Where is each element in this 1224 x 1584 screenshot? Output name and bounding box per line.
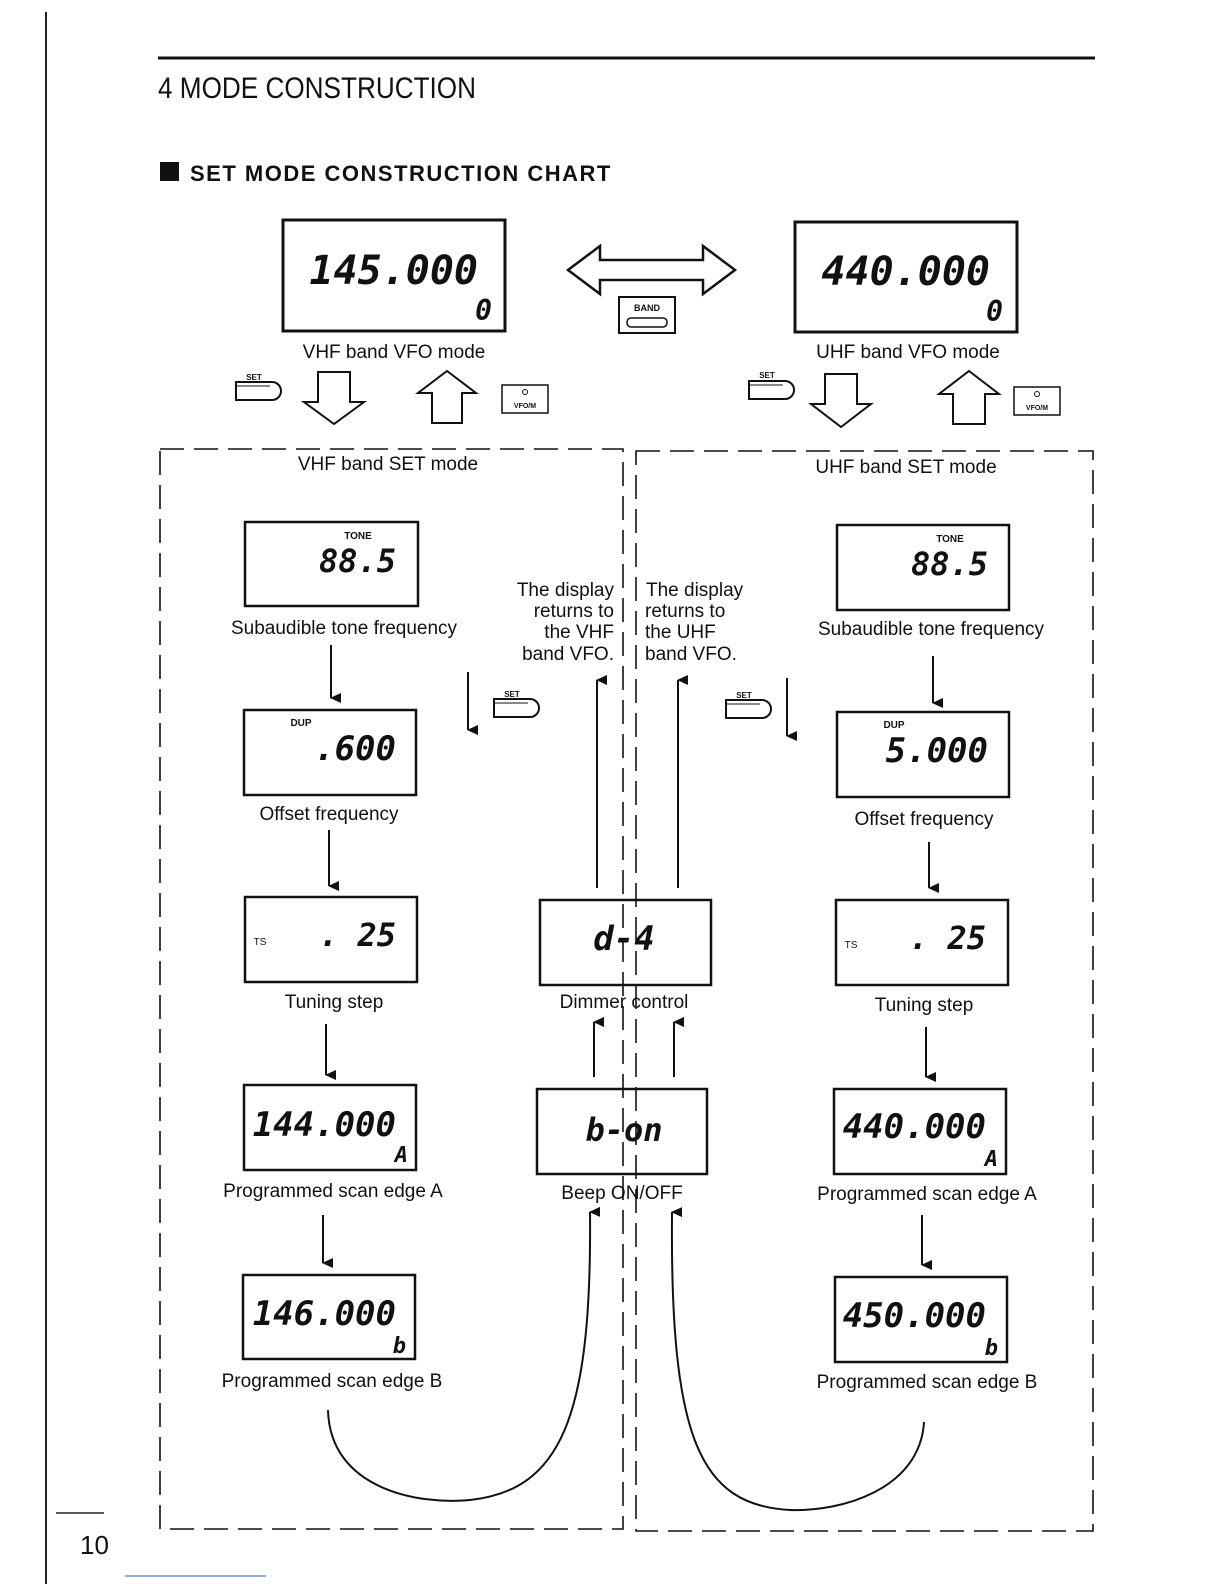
vhf-edge-b-display xyxy=(241,1273,417,1361)
vhf-enter-set-arrow-icon xyxy=(300,371,368,426)
uhf-step-value: . 25 xyxy=(909,919,986,957)
uhf-set-mode-label: UHF band SET mode xyxy=(815,457,996,478)
uhf-offset-label: Offset frequency xyxy=(854,809,994,830)
uhf-offset-value: 5.000 xyxy=(886,731,988,771)
vhf-vfo-sub: 0 xyxy=(475,294,492,327)
vhf-vfo-display xyxy=(281,218,507,333)
uhf-step-label: Tuning step xyxy=(875,995,974,1016)
uhf-vfo-m-key-icon: VFO/M xyxy=(1013,386,1061,416)
vhf-loop-to-beep-arrow xyxy=(327,1206,601,1502)
vhf-edge-b-value: 146.000 xyxy=(253,1294,396,1334)
uhf-return-note-line-2: returns to xyxy=(645,601,725,622)
vhf-set-mode-frame xyxy=(159,448,624,1530)
vhf-tone-tag: TONE xyxy=(344,531,372,542)
uhf-edge-a-value: 440.000 xyxy=(843,1107,986,1147)
uhf-loop-to-beep-arrow xyxy=(670,1207,925,1512)
uhf-vfo-sub: 0 xyxy=(986,295,1003,328)
uhf-tone-label: Subaudible tone frequency xyxy=(818,619,1045,640)
svg-text:SET: SET xyxy=(504,690,520,699)
beep-value: b-on xyxy=(585,1111,662,1149)
uhf-edge-a-sub: A xyxy=(983,1147,998,1172)
svg-text:VFO/M: VFO/M xyxy=(514,403,536,410)
vhf-edge-b-label: Programmed scan edge B xyxy=(222,1371,443,1392)
dimmer-label: Dimmer control xyxy=(560,992,689,1013)
vhf-edge-a-label: Programmed scan edge A xyxy=(223,1181,443,1202)
uhf-edge-b-value: 450.000 xyxy=(843,1296,986,1336)
vhf-step-display xyxy=(243,895,419,984)
uhf-edge-a-label: Programmed scan edge A xyxy=(817,1184,1037,1205)
vhf-offset-tag: DUP xyxy=(290,718,311,729)
chart-title: SET MODE CONSTRUCTION CHART xyxy=(190,161,612,186)
band-switch-double-arrow-icon xyxy=(565,243,738,297)
vhf-return-note-line-4: band VFO. xyxy=(522,644,614,665)
uhf-inner-set-key-icon: SET xyxy=(725,691,772,719)
svg-text:SET: SET xyxy=(736,691,752,700)
uhf-tone-value: 88.5 xyxy=(911,545,988,583)
vhf-vfo-m-key-icon: VFO/M xyxy=(501,384,549,414)
beep-label: Beep ON/OFF xyxy=(561,1183,682,1204)
uhf-vfo-display xyxy=(793,220,1019,334)
uhf-offset-display xyxy=(835,710,1011,799)
uhf-exit-set-arrow-icon xyxy=(936,369,1002,425)
uhf-step-tag: TS xyxy=(845,940,858,951)
vhf-tone-value: 88.5 xyxy=(319,542,396,580)
uhf-edge-b-sub: b xyxy=(985,1336,998,1361)
vhf-vfo-value: 145.000 xyxy=(309,248,478,294)
uhf-enter-set-arrow-icon xyxy=(808,373,874,429)
vhf-edge-a-sub: A xyxy=(393,1143,408,1168)
vhf-inner-set-key-icon: SET xyxy=(493,690,540,718)
vhf-return-note-line-3: the VHF xyxy=(544,622,614,643)
svg-text:VFO/M: VFO/M xyxy=(1026,405,1048,412)
vhf-tone-label: Subaudible tone frequency xyxy=(231,618,458,639)
uhf-step-display xyxy=(834,898,1010,987)
vhf-set-mode-label: VHF band SET mode xyxy=(298,454,478,475)
svg-text:SET: SET xyxy=(759,371,775,380)
uhf-return-note-line-1: The display xyxy=(646,580,744,601)
section-title: 4 MODE CONSTRUCTION xyxy=(158,72,476,105)
vhf-offset-display xyxy=(242,708,418,797)
vhf-edge-a-display xyxy=(242,1083,418,1172)
vhf-exit-set-arrow-icon xyxy=(415,369,479,424)
title-bullet-icon xyxy=(160,162,179,181)
uhf-offset-tag: DUP xyxy=(883,720,904,731)
vhf-vfo-label: VHF band VFO mode xyxy=(303,342,486,363)
beep-display xyxy=(535,1087,709,1176)
band-key-icon: BAND xyxy=(618,296,676,334)
vhf-edge-b-sub: b xyxy=(393,1334,406,1359)
uhf-return-note-line-4: band VFO. xyxy=(645,644,737,665)
vhf-tone-display xyxy=(243,520,420,608)
page-number: 10 xyxy=(80,1530,109,1560)
vhf-step-label: Tuning step xyxy=(285,992,384,1013)
svg-text:BAND: BAND xyxy=(634,303,660,313)
vhf-offset-label: Offset frequency xyxy=(259,804,399,825)
vhf-return-note-line-1: The display xyxy=(517,580,615,601)
uhf-edge-b-display xyxy=(833,1275,1009,1364)
vhf-edge-a-value: 144.000 xyxy=(253,1105,396,1145)
vhf-step-tag: TS xyxy=(254,937,267,948)
vhf-step-value: . 25 xyxy=(319,916,396,954)
dimmer-value: d-4 xyxy=(593,919,654,959)
uhf-return-note-line-3: the UHF xyxy=(645,622,716,643)
vhf-return-note-line-2: returns to xyxy=(534,601,614,622)
uhf-edge-b-label: Programmed scan edge B xyxy=(817,1372,1038,1393)
uhf-set-mode-frame xyxy=(635,450,1094,1532)
svg-text:SET: SET xyxy=(246,373,262,382)
dimmer-display xyxy=(538,898,713,987)
uhf-tone-tag: TONE xyxy=(936,534,964,545)
uhf-tone-display xyxy=(835,523,1011,612)
uhf-vfo-label: UHF band VFO mode xyxy=(816,342,1000,363)
vhf-offset-value: .600 xyxy=(314,729,396,769)
uhf-edge-a-display xyxy=(832,1087,1008,1176)
vhf-set-key-icon: SET xyxy=(235,373,282,401)
uhf-vfo-value: 440.000 xyxy=(821,249,990,295)
uhf-set-key-icon: SET xyxy=(748,371,795,400)
